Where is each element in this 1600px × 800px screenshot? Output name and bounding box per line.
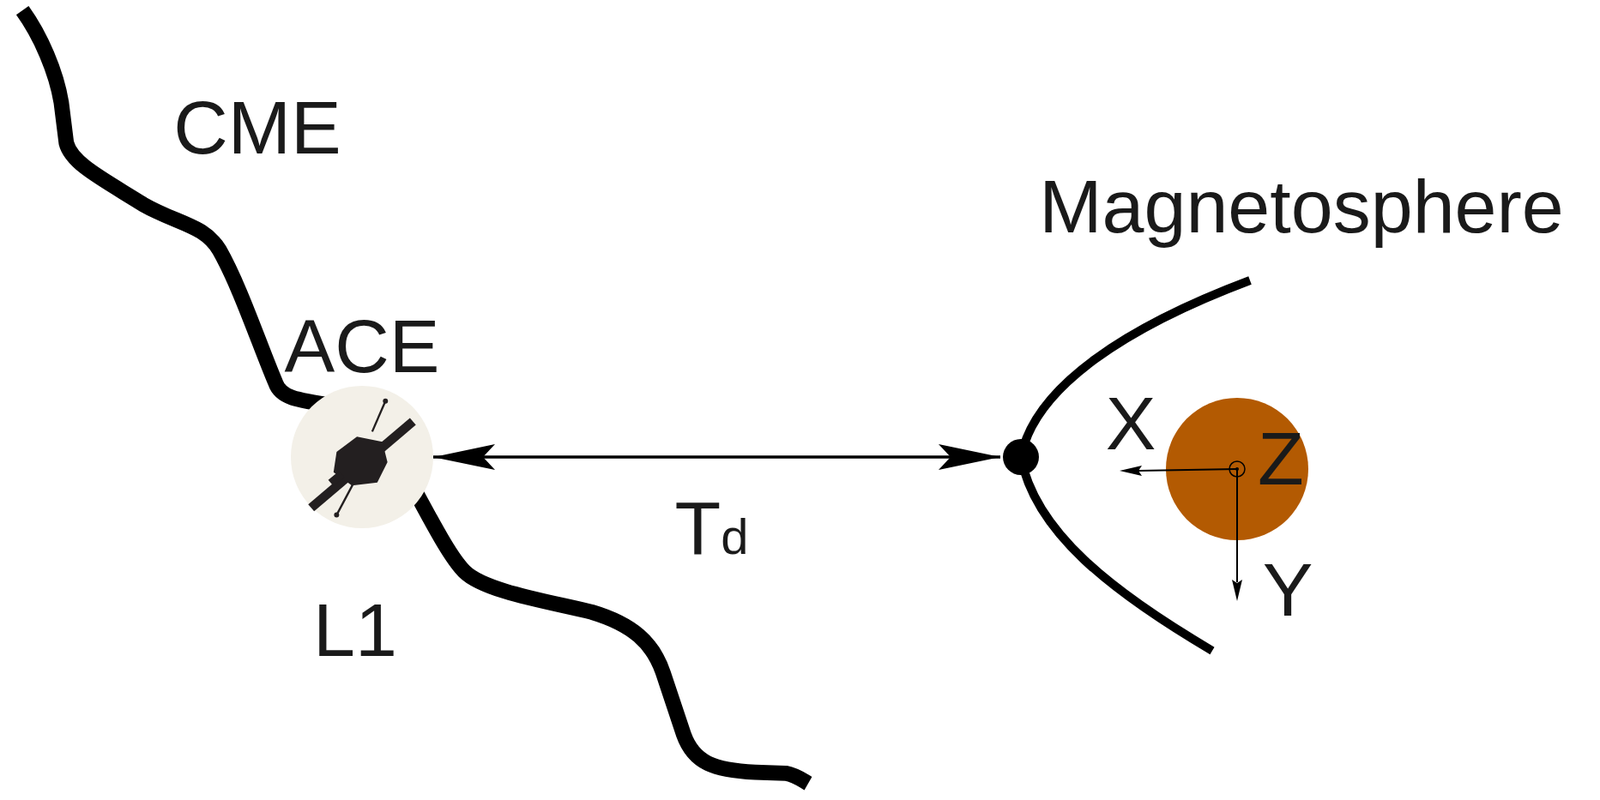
bow-shock-nose	[1002, 439, 1039, 476]
x-axis-head	[1119, 465, 1142, 477]
antenna-tip	[382, 398, 388, 405]
axis-label: Y	[1262, 552, 1314, 628]
delay-label: Td	[670, 490, 752, 575]
antenna-tip	[333, 513, 339, 519]
axis-label: X	[1105, 386, 1157, 462]
y-axis-line	[1236, 469, 1238, 583]
delay-arrow	[433, 455, 1001, 459]
instrument-boom	[328, 470, 345, 487]
y-axis-head	[1231, 579, 1243, 602]
spacecraft-circle-shape	[290, 386, 434, 529]
earth-circle: Z	[1165, 398, 1309, 541]
spacecraft-circle: ACEL1	[290, 386, 434, 529]
node-heading: ACE	[284, 308, 441, 385]
axis-label: Z	[1257, 421, 1305, 497]
x-axis-line	[1138, 469, 1238, 471]
antenna	[372, 401, 386, 433]
cme-front	[413, 488, 809, 785]
region-label: CME	[173, 90, 342, 166]
solar-panel	[311, 422, 414, 509]
node-heading: Magnetosphere	[1038, 169, 1564, 245]
location-label: L1	[313, 592, 398, 669]
z-axis-dot	[1235, 467, 1239, 471]
antenna	[336, 483, 354, 516]
z-axis-symbol	[1229, 461, 1245, 477]
spacecraft-backdrop	[290, 386, 434, 529]
